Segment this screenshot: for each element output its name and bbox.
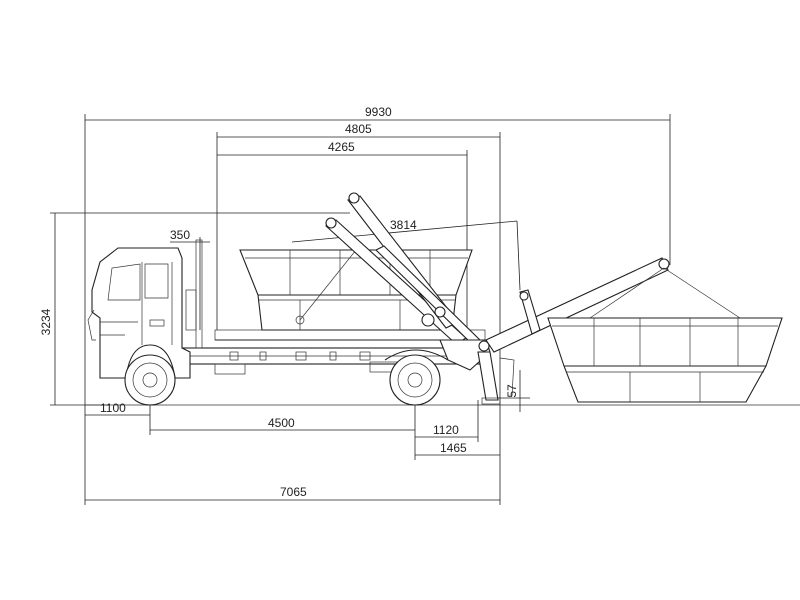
dimension-lines <box>50 114 800 505</box>
skip-deployed <box>547 267 783 403</box>
dim-rear-overhang: 1465 <box>440 441 467 455</box>
dim-front-clearance: 350 <box>170 228 190 242</box>
dim-arm-reach: 4265 <box>328 140 355 154</box>
dim-front-overhang: 1100 <box>100 401 126 415</box>
dim-rear-axle-to-stabilizer: 1120 <box>433 423 459 437</box>
dim-arm-span: 3814 <box>390 218 417 232</box>
truck-cab <box>87 239 203 379</box>
dimension-labels: 9930 4805 4265 3814 350 2130 3234 1100 4… <box>39 105 519 499</box>
dim-overall-length-deployed: 9930 <box>365 105 392 119</box>
dim-wheelbase: 4500 <box>268 416 295 430</box>
dim-overall-length: 7065 <box>280 485 307 499</box>
rear-wheel <box>389 354 441 406</box>
dim-overall-height: 3234 <box>39 308 53 335</box>
front-wheel <box>124 354 176 406</box>
chassis-frame <box>181 329 486 375</box>
loader-arms <box>325 192 670 405</box>
dim-body-length: 4805 <box>345 122 372 136</box>
